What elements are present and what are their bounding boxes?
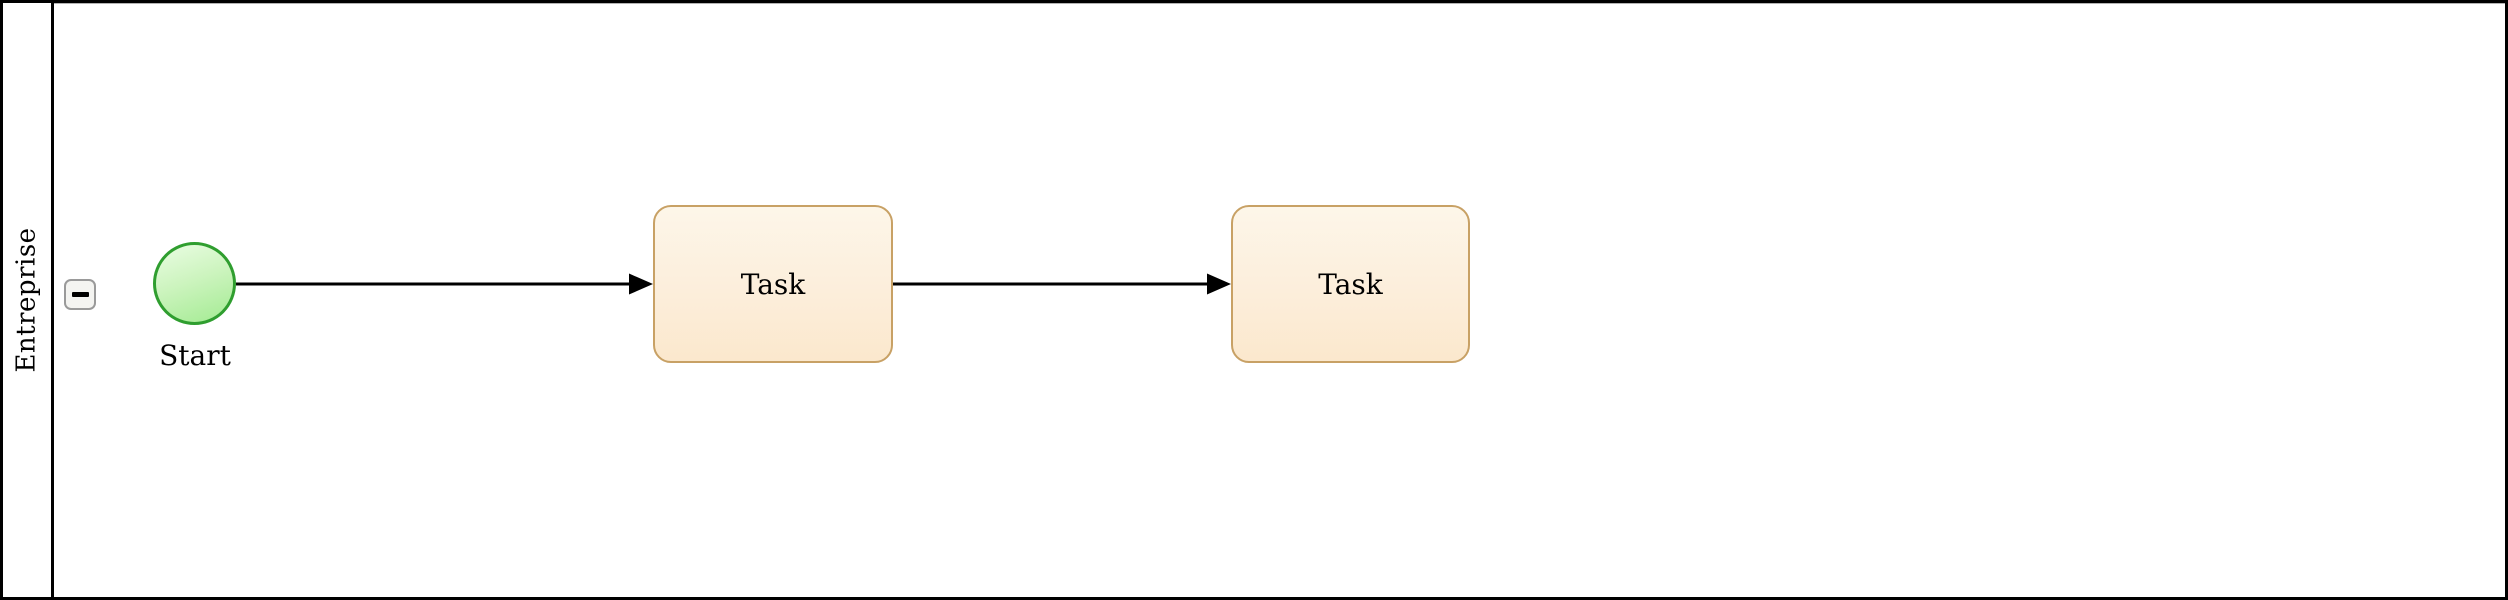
pool-collapse-button[interactable] bbox=[64, 279, 96, 310]
flow-start-to-task1[interactable] bbox=[236, 273, 653, 295]
minus-icon bbox=[71, 292, 89, 297]
task-2-label: Task bbox=[1318, 267, 1383, 301]
task-node-1[interactable]: Task bbox=[653, 205, 893, 363]
task-1-label: Task bbox=[740, 267, 806, 301]
pool-label-band: Entreprise bbox=[3, 3, 51, 597]
task-node-2[interactable]: Task bbox=[1231, 205, 1470, 363]
flow-task1-to-task2[interactable] bbox=[893, 273, 1231, 295]
sequence-flows bbox=[236, 273, 1231, 295]
pool-label: Entreprise bbox=[12, 227, 43, 373]
pool-divider bbox=[51, 3, 54, 597]
start-event-label: Start bbox=[159, 339, 231, 372]
pool-body-top-edge bbox=[54, 3, 2505, 4]
start-event-circle[interactable] bbox=[153, 242, 236, 325]
